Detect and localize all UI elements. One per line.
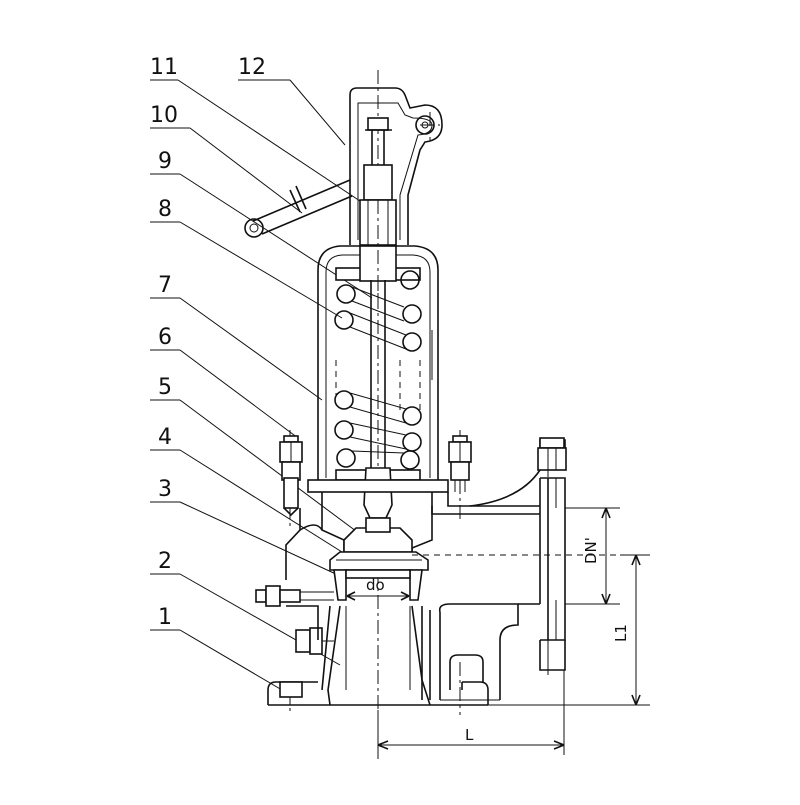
label-part-6: 6 [158, 325, 172, 350]
bonnet-spring-stem [317, 200, 439, 519]
label-part-9: 9 [158, 149, 172, 174]
cap-and-lever [244, 87, 443, 246]
disc-and-nozzle: do [321, 492, 620, 601]
dimension-do: do [366, 576, 385, 594]
dimension-l: L [465, 726, 474, 744]
valve-body [255, 492, 540, 706]
label-part-12: 12 [238, 55, 266, 80]
dimension-dn: DN' [582, 537, 600, 564]
label-part-11: 11 [150, 55, 178, 80]
label-part-4: 4 [158, 425, 172, 450]
part-labels: 11 12 10 9 8 7 6 5 4 3 2 1 [150, 55, 373, 691]
outlet-flange [469, 437, 567, 671]
label-part-2: 2 [158, 549, 172, 574]
label-part-10: 10 [150, 103, 178, 128]
bonnet-flange-studs [279, 435, 472, 517]
label-part-3: 3 [158, 477, 172, 502]
label-part-5: 5 [158, 375, 172, 400]
dimension-l1: L1 [612, 624, 630, 642]
dimension-lines: DN' L1 L [377, 507, 650, 755]
label-part-7: 7 [158, 273, 172, 298]
label-part-8: 8 [158, 197, 172, 222]
label-part-1: 1 [158, 605, 172, 630]
